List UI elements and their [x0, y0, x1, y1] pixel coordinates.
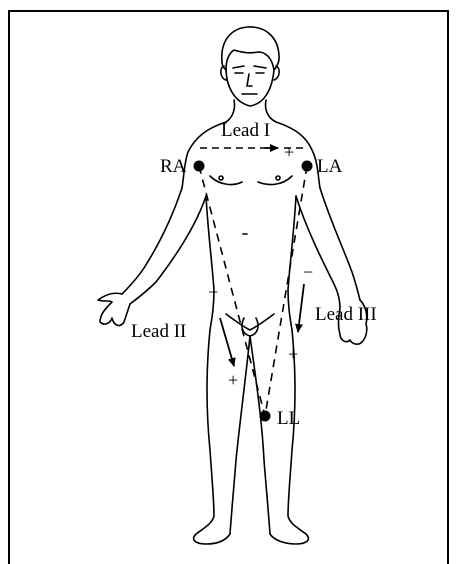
- hair-outline: [222, 27, 279, 70]
- neck-left: [226, 100, 235, 122]
- label-ll: LL: [277, 408, 300, 429]
- left-brow: [233, 66, 244, 68]
- lead-3-positive-sign: +: [288, 344, 298, 364]
- lead-3-arrow: [298, 284, 304, 332]
- label-ra: RA: [160, 156, 187, 177]
- left-leg-inner: [250, 336, 270, 534]
- neck-right: [265, 100, 276, 122]
- right-arm-inner: [130, 196, 206, 304]
- face-outline: [226, 68, 274, 106]
- lead-1-positive-sign: +: [284, 142, 294, 162]
- label-la: LA: [317, 156, 343, 177]
- lead-3-vector: [265, 166, 307, 416]
- human-figure: [98, 27, 367, 544]
- right-hand: [98, 293, 130, 325]
- torso-left: [206, 196, 214, 330]
- electrode-la: [302, 161, 313, 172]
- nose: [247, 74, 252, 86]
- right-brow: [254, 66, 266, 68]
- lead-2-negative-sign: −: [208, 282, 218, 302]
- chest-left: [210, 176, 242, 184]
- lead-2-positive-sign: +: [228, 370, 238, 390]
- left-nipple: [276, 176, 280, 180]
- left-shoulder: [276, 122, 320, 188]
- chest-right: [258, 176, 292, 184]
- lead-2-arrow: [220, 318, 234, 366]
- electrode-ra: [194, 161, 205, 172]
- lead-3-negative-sign: −: [303, 262, 313, 282]
- torso-right: [288, 196, 296, 330]
- groin: [226, 314, 274, 330]
- electrode-ll: [260, 411, 271, 422]
- right-arm-outer: [122, 188, 182, 294]
- label-lead-3: Lead III: [315, 304, 377, 325]
- right-nipple: [219, 176, 223, 180]
- label-lead-2: Lead II: [131, 321, 186, 342]
- left-arm-outer: [320, 188, 360, 300]
- label-lead-1: Lead I: [221, 120, 270, 141]
- right-leg-outer: [194, 330, 230, 544]
